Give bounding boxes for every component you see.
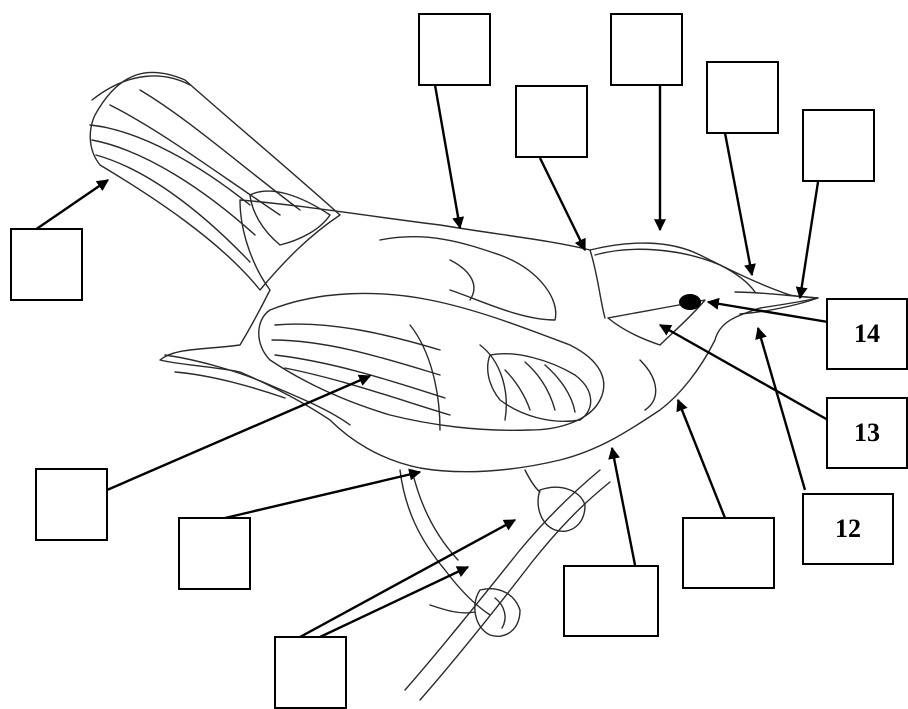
leader-upper-mandible: [725, 133, 752, 275]
leader-belly: [612, 448, 635, 565]
label-box-wing[interactable]: [35, 468, 108, 541]
leader-ear-coverts: [660, 325, 828, 420]
leader-foot-lower: [320, 567, 468, 637]
tail: [90, 72, 340, 290]
label-box-ear-coverts[interactable]: 13: [826, 397, 908, 469]
label-box-thigh[interactable]: [178, 517, 251, 590]
label-box-upper-mandible[interactable]: [706, 61, 779, 134]
eye: [679, 294, 701, 310]
label-box-breast[interactable]: [682, 517, 775, 589]
leader-throat: [758, 328, 805, 490]
label-box-eye[interactable]: 14: [826, 298, 908, 370]
label-box-belly[interactable]: [563, 565, 659, 637]
leader-back: [435, 85, 460, 228]
foot-right: [538, 487, 585, 531]
leader-nape: [540, 158, 585, 250]
label-box-bill-tip[interactable]: [802, 109, 875, 182]
label-box-nape[interactable]: [515, 85, 588, 158]
leader-thigh: [225, 472, 420, 518]
leader-tail: [35, 180, 108, 230]
leader-breast: [678, 400, 725, 518]
crown: [595, 249, 755, 292]
label-box-throat[interactable]: 12: [802, 493, 894, 565]
leader-bill-tip: [800, 182, 818, 298]
label-box-back[interactable]: [418, 13, 491, 86]
label-box-foot[interactable]: [274, 636, 347, 709]
leader-foot-upper: [300, 520, 515, 637]
leader-eye: [708, 302, 828, 322]
leader-wing: [107, 376, 370, 490]
beak: [735, 292, 818, 314]
foot-left: [475, 589, 520, 637]
label-box-tail[interactable]: [10, 228, 83, 301]
label-box-crown[interactable]: [610, 13, 683, 86]
